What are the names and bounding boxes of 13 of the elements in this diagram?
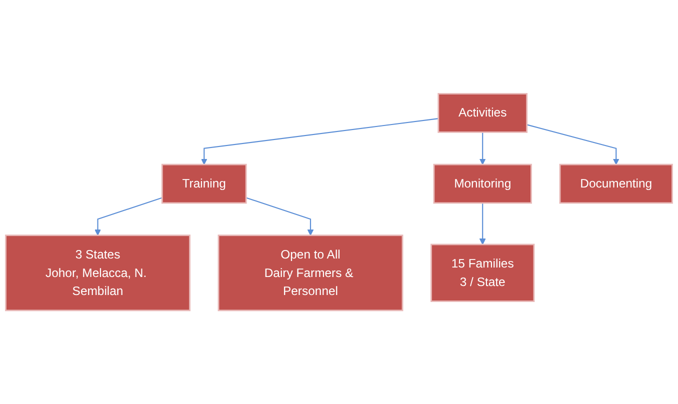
arrow bbox=[526, 124, 620, 165]
node-box: Open to All Dairy Farmers & Personnel bbox=[218, 234, 404, 312]
node-box: Training bbox=[161, 164, 247, 204]
arrow bbox=[200, 118, 438, 165]
node-box: Documenting bbox=[559, 164, 673, 204]
node-box: Activities bbox=[438, 92, 528, 133]
arrow bbox=[479, 132, 486, 165]
arrow bbox=[246, 197, 314, 236]
arrow bbox=[94, 197, 162, 236]
node-box: 3 States Johor, Melacca, N. Sembilan bbox=[5, 234, 190, 312]
arrow bbox=[479, 202, 486, 245]
node-box: Monitoring bbox=[433, 164, 532, 204]
node-box: 15 Families 3 / State bbox=[430, 244, 535, 302]
